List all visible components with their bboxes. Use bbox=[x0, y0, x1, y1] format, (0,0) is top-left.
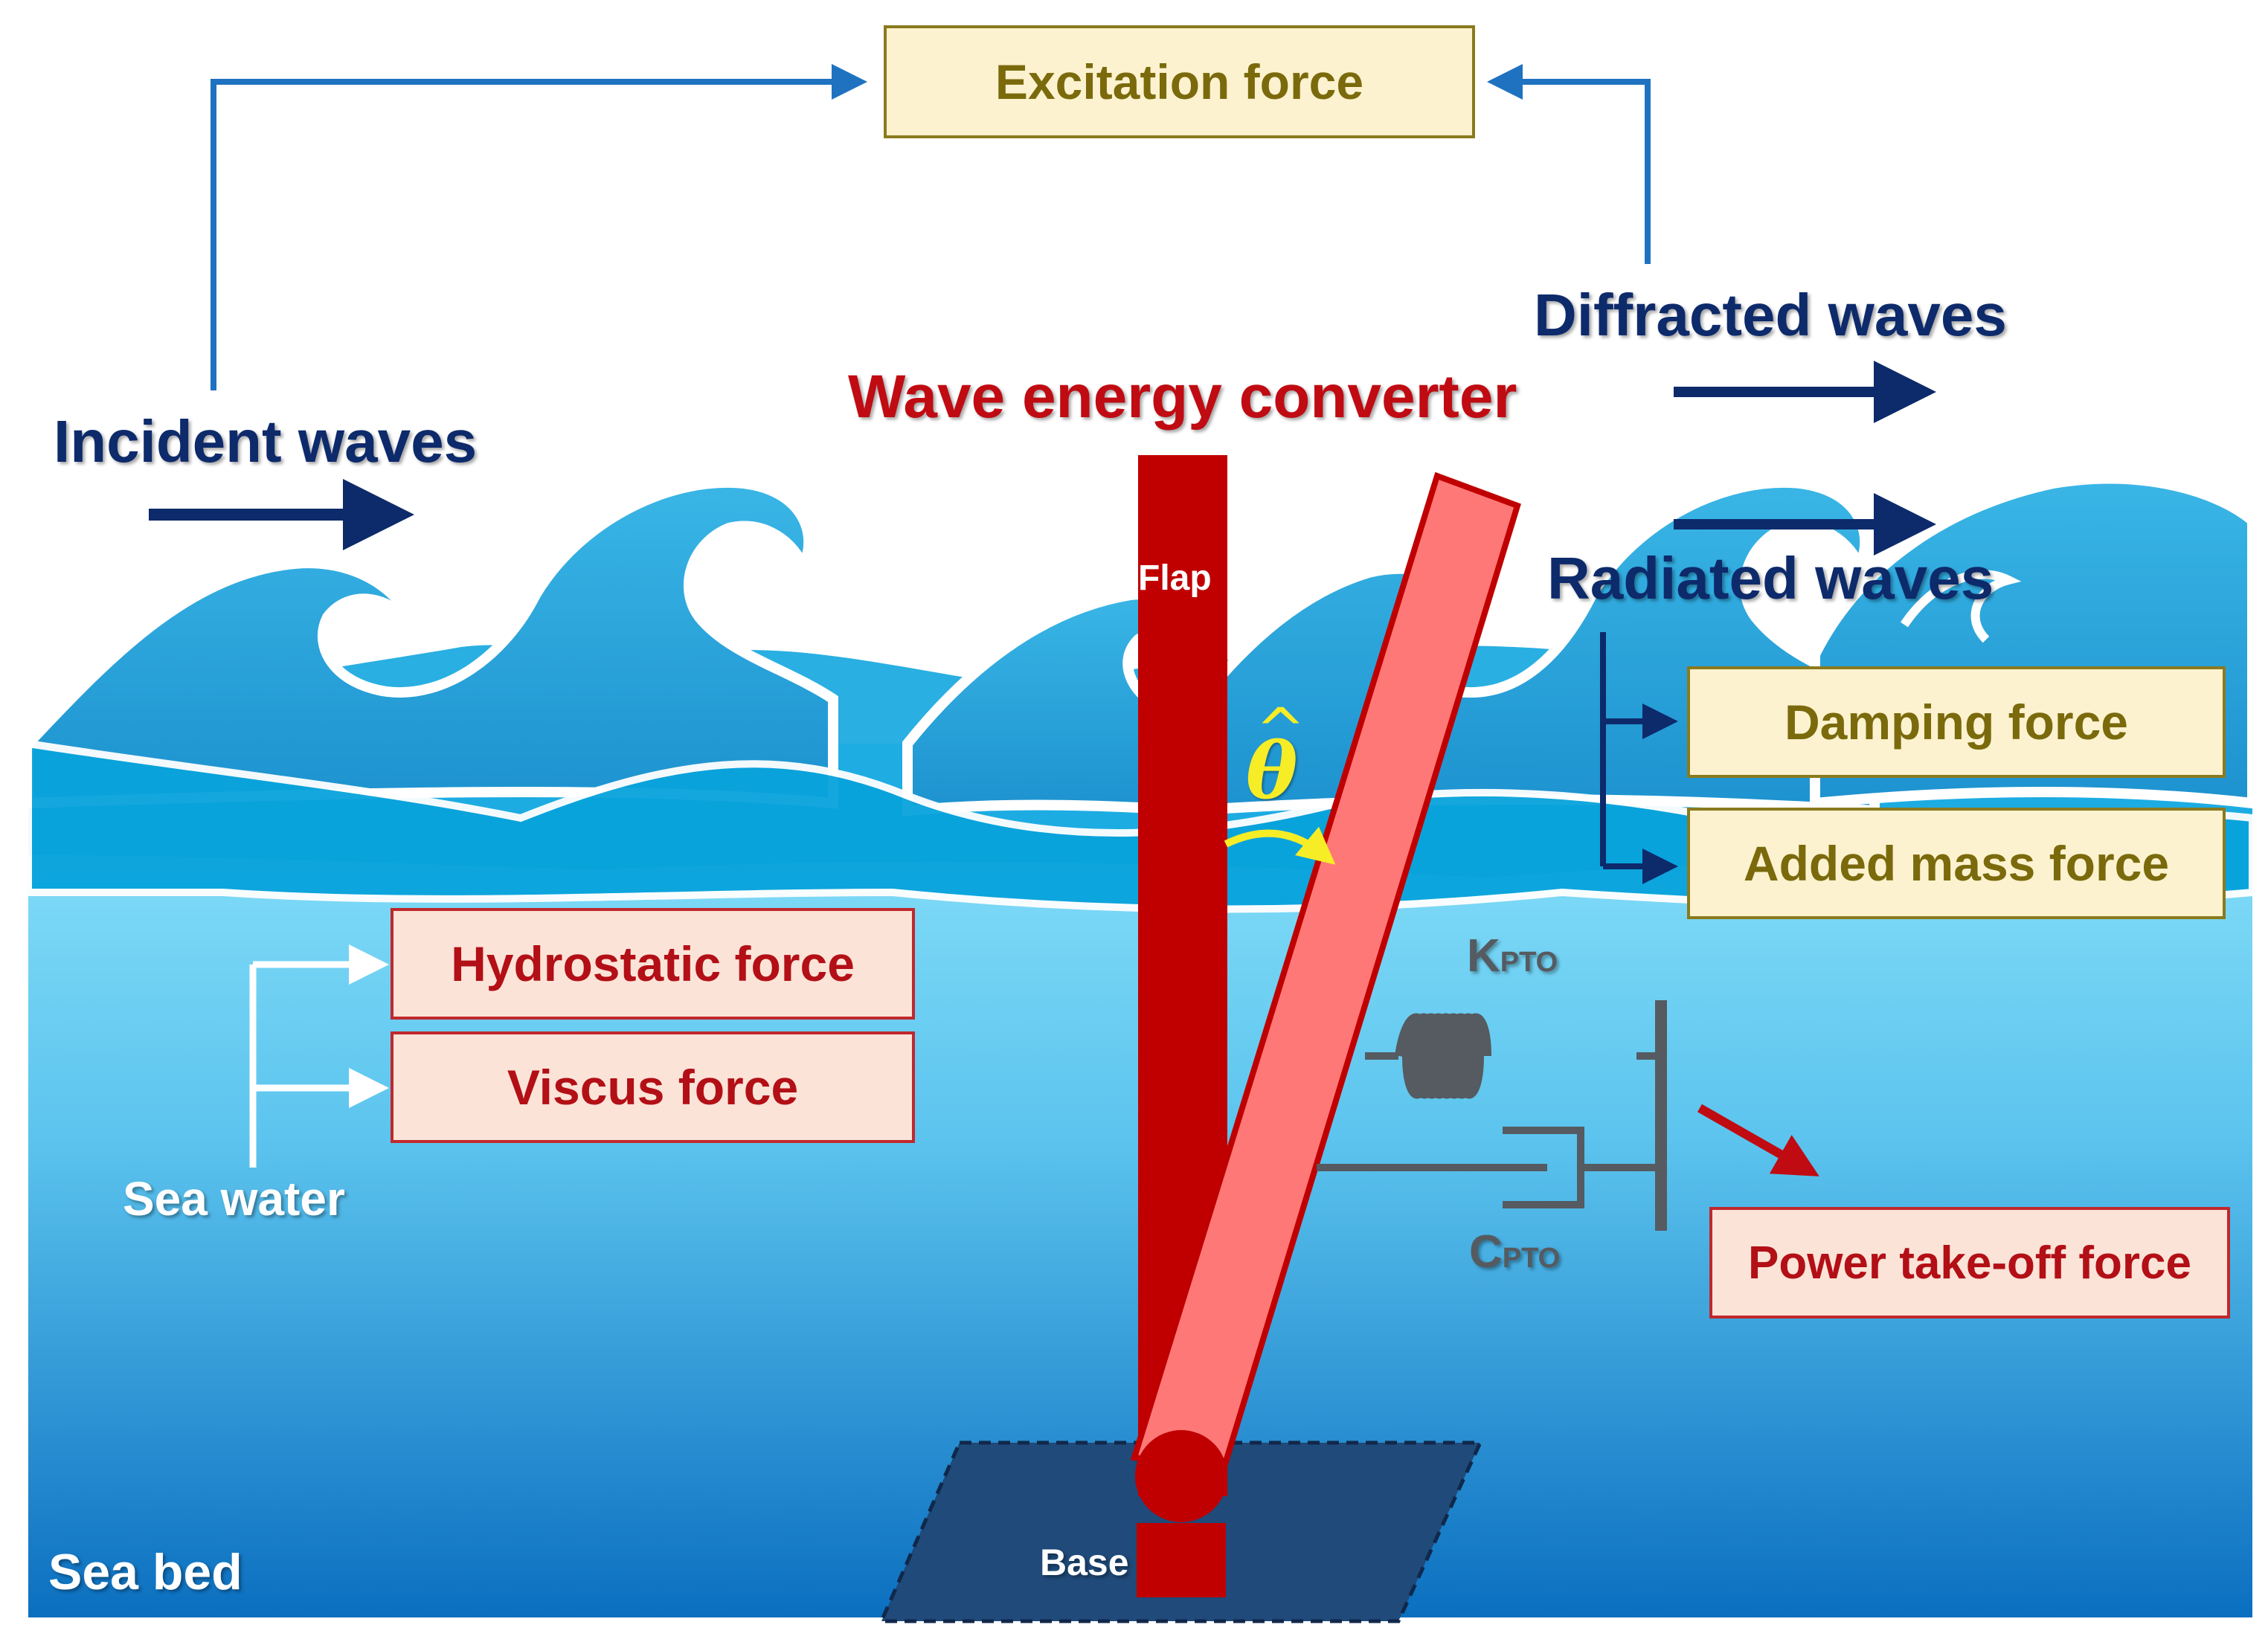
power-take-off-force-box: Power take-off force bbox=[1709, 1207, 2230, 1319]
incident-to-excitation-connector bbox=[211, 64, 867, 390]
pto-force-arrow bbox=[1697, 1104, 1819, 1176]
sea-water-branch-connector bbox=[249, 944, 389, 1168]
base-block bbox=[1137, 1523, 1226, 1597]
pto-wall bbox=[1655, 1000, 1667, 1231]
k-pto-main: K bbox=[1467, 930, 1500, 982]
diffracted-to-excitation-connector bbox=[1487, 64, 1651, 264]
excitation-force-box: Excitation force bbox=[884, 25, 1475, 138]
viscus-force-box: Viscus force bbox=[391, 1031, 915, 1143]
radiated-branch-connector bbox=[1600, 632, 1678, 884]
theta-hat-symbol: ^ bbox=[1256, 695, 1306, 764]
damping-force-box: Damping force bbox=[1687, 666, 2226, 778]
radiated-waves-label: Radiated waves bbox=[1547, 545, 1994, 611]
incident-waves-label: Incident waves bbox=[54, 408, 478, 474]
flap-hinge bbox=[1135, 1430, 1227, 1522]
pto-damper bbox=[1317, 1127, 1663, 1208]
sea-bed-label: Sea bed bbox=[48, 1544, 242, 1600]
base-label: Base bbox=[1040, 1542, 1129, 1583]
k-pto-label: KPTO bbox=[1467, 930, 1558, 982]
c-pto-main: C bbox=[1469, 1226, 1503, 1278]
diffracted-waves-label: Diffracted waves bbox=[1534, 282, 2007, 348]
added-mass-force-box: Added mass force bbox=[1687, 808, 2226, 919]
c-pto-subscript: PTO bbox=[1502, 1243, 1561, 1274]
flap-label: Flap bbox=[1138, 558, 1212, 598]
theta-arc-arrow bbox=[1224, 826, 1336, 865]
sea-water-label: Sea water bbox=[123, 1172, 345, 1226]
hydrostatic-force-box: Hydrostatic force bbox=[391, 908, 915, 1020]
c-pto-label: CPTO bbox=[1469, 1226, 1560, 1278]
wave-energy-converter-label: Wave energy converter bbox=[848, 363, 1517, 431]
theta-symbol: θ bbox=[1246, 725, 1298, 817]
k-pto-subscript: PTO bbox=[1500, 947, 1558, 978]
